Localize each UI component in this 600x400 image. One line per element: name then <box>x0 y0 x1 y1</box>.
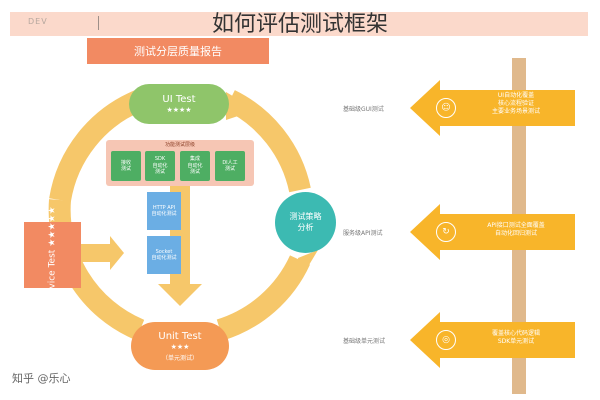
arrow-shape-2 <box>410 204 575 260</box>
user-icon: ☺ <box>436 98 456 118</box>
socket-box: Socket 自动化测试 <box>147 236 181 274</box>
arrow-text-3: 覆盖核心代码逻辑 SDK单元测试 <box>491 330 540 346</box>
arrow-text-1: UI自动化覆盖 核心流程验证 主要业务场景测试 <box>491 92 540 116</box>
strategy-circle: 测试策略 分析 <box>275 192 336 253</box>
green-box-1: 接收 测试 <box>111 151 141 181</box>
target-icon: ◎ <box>436 330 456 350</box>
unit-test-sub: （单元测试） <box>161 354 198 362</box>
cycle-icon: ↻ <box>436 222 456 242</box>
arrow-text-2: API接口测试全面覆盖 自动化回归测试 <box>487 222 545 238</box>
unit-test-stars: ★★★ <box>170 342 190 351</box>
page-title: 如何评估测试框架 <box>211 12 388 37</box>
arrow-shape-3 <box>410 312 575 368</box>
arrow-side-label-3: 基础级单元测试 <box>343 338 386 345</box>
title-banner <box>10 12 588 36</box>
green-box-4: DI人工 测试 <box>215 151 245 181</box>
unit-test-label: Unit Test <box>158 330 202 342</box>
watermark: 知乎 @乐心 <box>12 372 71 385</box>
quality-report-box: 测试分层质量报告 <box>87 38 269 64</box>
ui-test-node: UI Test ★★★★ <box>129 84 229 124</box>
green-box-3: 集成 自动化 测试 <box>180 151 210 181</box>
http-api-box: HTTP API 自动化测试 <box>147 192 181 230</box>
ui-test-label: UI Test <box>162 94 196 105</box>
arrow-shape-1 <box>410 80 575 136</box>
green-box-2: SDK 自动化 测试 <box>145 151 175 181</box>
service-test-node: Service Test ★★★★★ <box>24 206 81 304</box>
banner-divider <box>98 16 99 30</box>
arrow-side-label-1: 基础级GUI测试 <box>343 106 384 113</box>
functional-test-frame-label: 功能测试层级 <box>164 142 195 148</box>
banner-left-text: DEV <box>28 17 48 26</box>
arrow-side-label-2: 服务级API测试 <box>343 230 383 237</box>
ui-test-stars: ★★★★ <box>166 106 192 114</box>
unit-test-node: Unit Test ★★★ （单元测试） <box>131 322 229 370</box>
